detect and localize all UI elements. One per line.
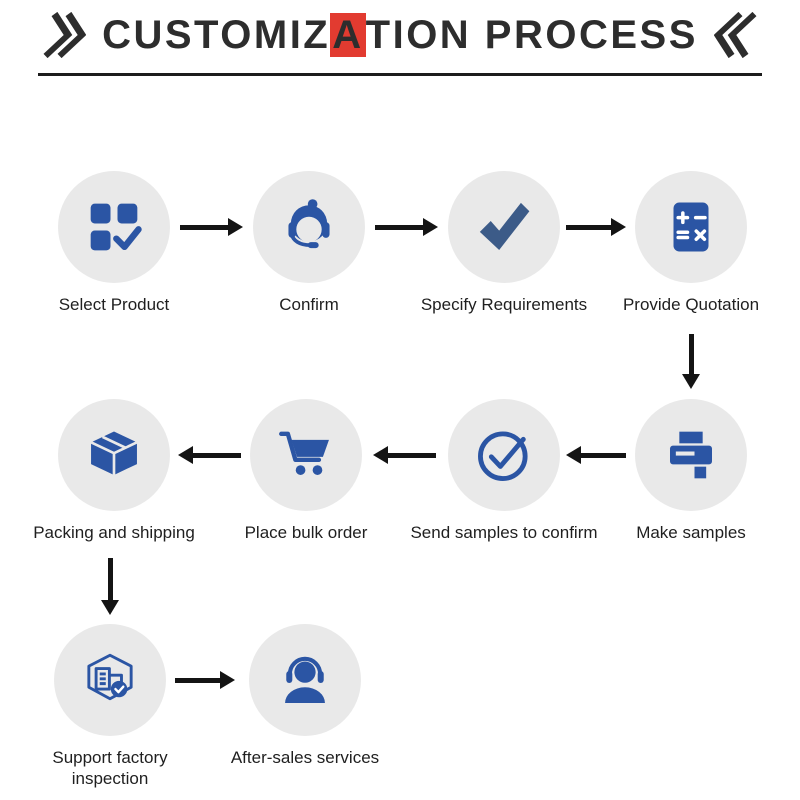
step-label: Place bulk order xyxy=(244,523,368,542)
double-chevron-right-icon xyxy=(43,12,87,58)
circle-check-icon xyxy=(478,431,528,481)
step-circle xyxy=(635,399,747,511)
arrow-left xyxy=(373,446,436,464)
step-label: Send samples to confirm xyxy=(410,523,598,542)
title-text: CUSTOMIZATION PROCESS xyxy=(102,12,698,58)
step-after-sales: After-sales services xyxy=(205,624,405,768)
step-specify-requirements: Specify Requirements xyxy=(404,171,604,315)
step-factory-inspection: Support factory inspection xyxy=(10,624,210,790)
step-label: Make samples xyxy=(636,523,746,542)
headset-person-icon xyxy=(285,656,325,703)
step-label: Select Product xyxy=(58,295,170,314)
step-place-bulk-order: Place bulk order xyxy=(206,399,406,543)
package-box-icon xyxy=(90,431,138,475)
step-select-product: Select Product xyxy=(14,171,214,315)
step-label: Specify Requirements xyxy=(420,295,588,314)
arrow-left xyxy=(178,446,241,464)
arrow-right xyxy=(175,671,235,689)
step-label: Support factory inspection xyxy=(52,748,168,789)
step-packing-shipping: Packing and shipping xyxy=(14,399,214,543)
step-circle xyxy=(54,624,166,736)
step-send-samples: Send samples to confirm xyxy=(404,399,604,543)
customer-service-icon xyxy=(288,199,330,249)
step-label: Confirm xyxy=(279,295,339,314)
factory-inspection-icon xyxy=(87,653,133,701)
step-circle xyxy=(250,399,362,511)
step-circle xyxy=(58,399,170,511)
page-title: CUSTOMIZATION PROCESS xyxy=(0,12,800,58)
title-highlighted-letter: A xyxy=(330,12,366,57)
title-prefix: CUSTOMIZ xyxy=(102,12,331,57)
shopping-cart-icon xyxy=(279,431,329,475)
step-circle xyxy=(448,171,560,283)
calculator-icon xyxy=(673,202,709,252)
arrow-right xyxy=(375,218,438,236)
step-circle xyxy=(448,399,560,511)
arrow-right xyxy=(180,218,243,236)
step-circle xyxy=(253,171,365,283)
step-circle xyxy=(249,624,361,736)
arrow-left xyxy=(566,446,626,464)
title-divider-line xyxy=(38,73,762,76)
step-label: Packing and shipping xyxy=(33,523,195,542)
printer-icon xyxy=(670,431,712,479)
step-provide-quotation: Provide Quotation xyxy=(591,171,791,315)
double-chevron-left-icon xyxy=(713,12,757,58)
select-product-icon xyxy=(90,203,142,251)
step-make-samples: Make samples xyxy=(591,399,791,543)
step-confirm: Confirm xyxy=(209,171,409,315)
step-label: Provide Quotation xyxy=(622,295,760,314)
step-label: After-sales services xyxy=(230,748,380,767)
arrow-down xyxy=(101,558,119,615)
step-circle xyxy=(635,171,747,283)
checkmark-icon xyxy=(479,202,530,250)
arrow-down xyxy=(682,334,700,389)
step-circle xyxy=(58,171,170,283)
title-suffix: TION PROCESS xyxy=(365,12,698,57)
arrow-right xyxy=(566,218,626,236)
